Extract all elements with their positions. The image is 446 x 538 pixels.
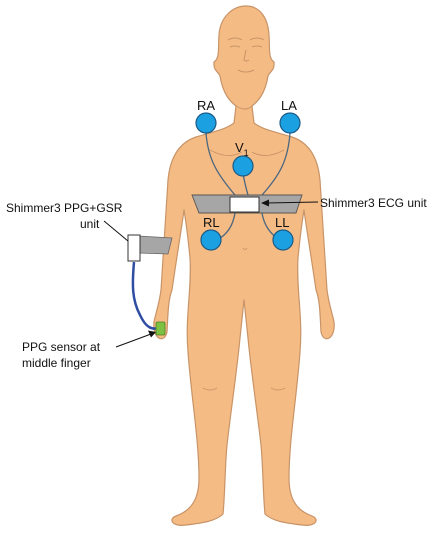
ecg-chest-strap-assembly bbox=[192, 195, 302, 213]
electrode-ra bbox=[196, 113, 216, 133]
electrode-ll bbox=[273, 230, 293, 250]
wrist-strap bbox=[138, 236, 172, 254]
ecg-unit-label: Shimmer3 ECG unit bbox=[320, 196, 427, 210]
electrode-la bbox=[280, 113, 300, 133]
electrode-label-ra: RA bbox=[197, 98, 215, 113]
electrode-rl bbox=[201, 230, 221, 250]
human-body bbox=[154, 6, 334, 525]
ppg-gsr-unit-label-line1: Shimmer3 PPG+GSR bbox=[6, 201, 123, 215]
electrode-v1 bbox=[233, 156, 253, 176]
electrode-label-la: LA bbox=[281, 98, 297, 113]
ecg-unit-box bbox=[230, 197, 259, 212]
ppg-gsr-unit-label-line2: unit bbox=[80, 217, 100, 231]
ppg-sensor-label-line1: PPG sensor at bbox=[22, 340, 101, 354]
ppg-gsr-unit-box bbox=[128, 235, 140, 261]
ppg-gsr-callout-line bbox=[104, 221, 128, 241]
ppg-sensor-label-line2: middle finger bbox=[22, 356, 91, 370]
electrode-label-ll: LL bbox=[275, 215, 289, 230]
electrode-label-rl: RL bbox=[203, 215, 220, 230]
ppg-finger-sensor bbox=[156, 322, 165, 335]
body-silhouette bbox=[154, 6, 334, 525]
ppg-sensor-callout-arrow-line bbox=[116, 334, 151, 347]
